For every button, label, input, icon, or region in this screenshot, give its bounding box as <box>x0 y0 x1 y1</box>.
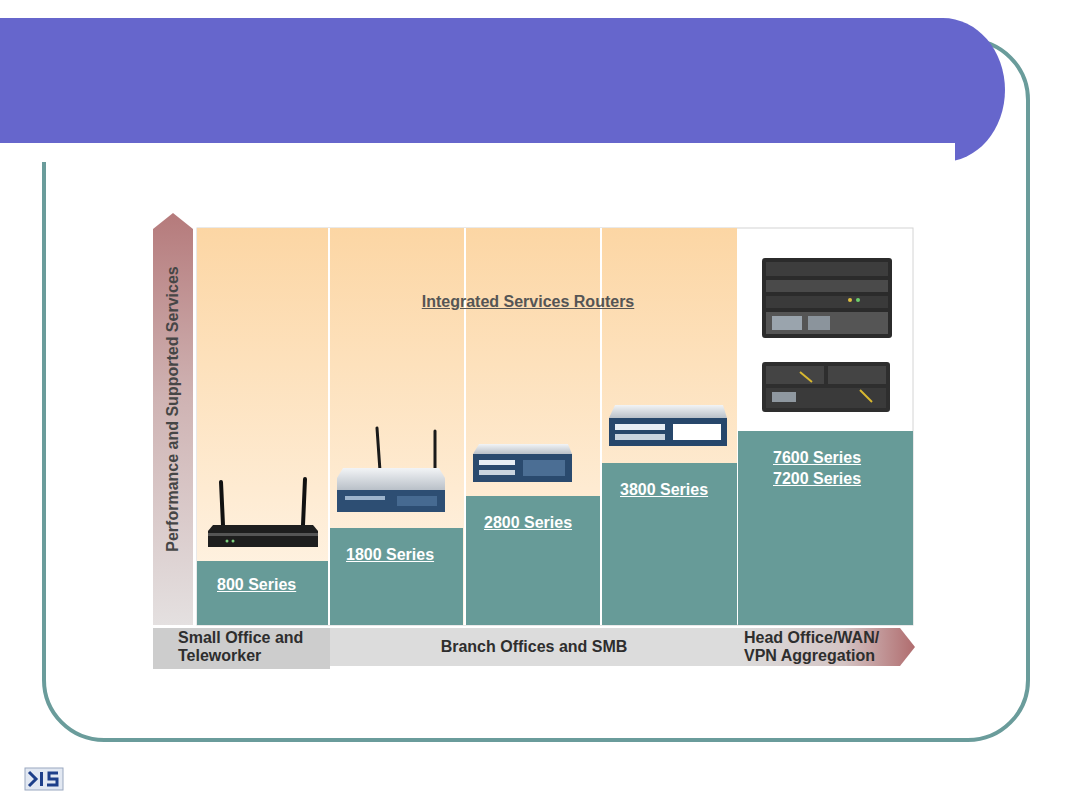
series-name: 800 Series <box>217 575 328 595</box>
logo-mark <box>47 773 58 785</box>
series-bar: 1800 Series <box>330 528 463 625</box>
router-top <box>473 444 572 454</box>
chart-panel <box>197 228 913 625</box>
logo-plate <box>25 768 63 790</box>
router-led <box>226 540 229 543</box>
series-bar: 800 Series <box>197 561 328 625</box>
router-panel <box>828 366 886 384</box>
router-slot <box>479 470 515 475</box>
router-front <box>473 454 572 482</box>
router-panel <box>766 312 888 334</box>
router-latch <box>800 372 812 382</box>
router-7200-illustration <box>762 362 890 412</box>
router-body <box>208 525 318 547</box>
series-name: 2800 Series <box>484 513 600 533</box>
segment-name: Head Office/WAN/ VPN Aggregation <box>744 629 901 665</box>
series-bar: 3800 Series <box>602 463 737 625</box>
series-name: 7600 Series <box>773 447 913 468</box>
router-chassis <box>762 258 892 338</box>
router-panel <box>766 388 886 408</box>
router-antenna <box>221 482 223 525</box>
series-name: 1800 Series <box>346 545 463 565</box>
router-panel <box>766 262 888 276</box>
router-latch <box>860 390 872 402</box>
segment-arrow-fill <box>738 628 915 666</box>
router-antenna <box>434 431 437 471</box>
axis-arrow: Performance and Supported Services <box>153 213 193 625</box>
series-name: 7200 Series <box>773 468 913 489</box>
router-slot <box>615 424 665 430</box>
segment-name: Branch Offices and SMB <box>330 637 738 657</box>
router-led <box>848 298 852 302</box>
family-title: Integrated Services Routers <box>258 292 798 312</box>
router-panel <box>766 296 888 308</box>
router-panel <box>766 280 888 292</box>
router-port-block <box>772 392 796 402</box>
router-stripe <box>208 533 318 536</box>
router-port-block <box>808 316 830 330</box>
router-antenna <box>303 479 305 525</box>
header-rule <box>0 143 955 147</box>
header-gap <box>0 147 955 162</box>
logo <box>25 768 63 790</box>
router-chassis <box>762 362 890 412</box>
router-led <box>856 298 860 302</box>
series-bar: 2800 Series <box>466 496 600 625</box>
logo-mark <box>40 772 43 786</box>
router-800-illustration <box>208 479 318 547</box>
router-panel <box>766 366 824 384</box>
router-3800-illustration <box>609 405 727 446</box>
router-slot <box>615 434 665 440</box>
band-fill <box>197 228 737 625</box>
router-7600-illustration <box>762 258 892 338</box>
router-panel <box>673 424 721 440</box>
router-led <box>232 540 235 543</box>
router-top <box>337 468 445 490</box>
router-slot <box>479 460 515 465</box>
segment-name: Small Office and Teleworker <box>178 629 335 665</box>
router-stripe <box>345 496 385 500</box>
router-port-block <box>772 316 802 330</box>
market-segment-cell: Head Office/WAN/ VPN Aggregation <box>738 628 915 669</box>
router-front <box>337 490 445 512</box>
product-family-band: Integrated Services Routers800 Series180… <box>197 228 737 625</box>
router-2800-illustration <box>473 444 572 482</box>
router-1800-illustration <box>337 428 445 512</box>
market-segment-cell: Small Office and Teleworker <box>153 628 330 669</box>
router-front <box>609 418 727 446</box>
logo-mark <box>29 772 36 786</box>
router-top <box>609 405 727 418</box>
router-antenna <box>377 428 380 471</box>
series-bar: 7600 Series7200 Series <box>738 431 913 625</box>
axis-label: Performance and Supported Services <box>153 203 193 615</box>
market-segment-cell: Branch Offices and SMB <box>330 628 738 666</box>
header-strip <box>0 149 955 150</box>
router-panel <box>523 460 565 476</box>
router-panel <box>397 496 437 506</box>
series-name: 3800 Series <box>620 480 737 500</box>
header-band <box>0 18 1005 162</box>
